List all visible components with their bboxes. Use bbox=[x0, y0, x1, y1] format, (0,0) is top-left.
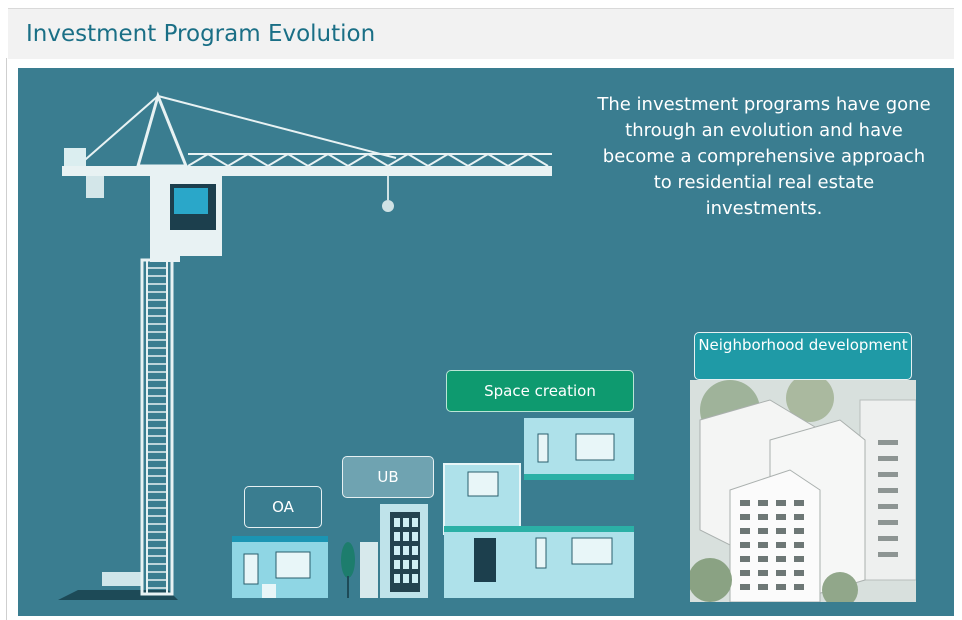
label-neighborhood-development: Neighborhood development bbox=[694, 332, 912, 380]
crane-ladder-rungs bbox=[147, 267, 167, 589]
crane-counter-tie bbox=[77, 95, 159, 167]
ub-windows bbox=[394, 518, 418, 583]
crane-jib-beam bbox=[62, 166, 552, 176]
page-title: Investment Program Evolution bbox=[26, 21, 376, 47]
description-text: The investment programs have gone throug… bbox=[597, 94, 931, 219]
crane-hook bbox=[382, 200, 394, 212]
building-oa bbox=[232, 536, 328, 598]
crane-ballast bbox=[102, 572, 142, 586]
divider bbox=[6, 58, 7, 620]
crane-mast bbox=[140, 258, 174, 596]
label-ub: UB bbox=[342, 456, 434, 498]
counterweight bbox=[64, 148, 86, 166]
illustration-panel: The investment programs have gone throug… bbox=[18, 68, 954, 616]
tree bbox=[341, 542, 355, 578]
neighborhood-photo bbox=[690, 380, 916, 602]
label-oa: OA bbox=[244, 486, 322, 528]
label-space-creation: Space creation bbox=[446, 370, 634, 412]
page-header: Investment Program Evolution bbox=[8, 8, 954, 59]
crane-illustration bbox=[58, 91, 634, 600]
building-space-creation bbox=[443, 418, 634, 598]
crane-jib-truss bbox=[187, 152, 549, 168]
crane-jib-tie bbox=[157, 95, 397, 159]
